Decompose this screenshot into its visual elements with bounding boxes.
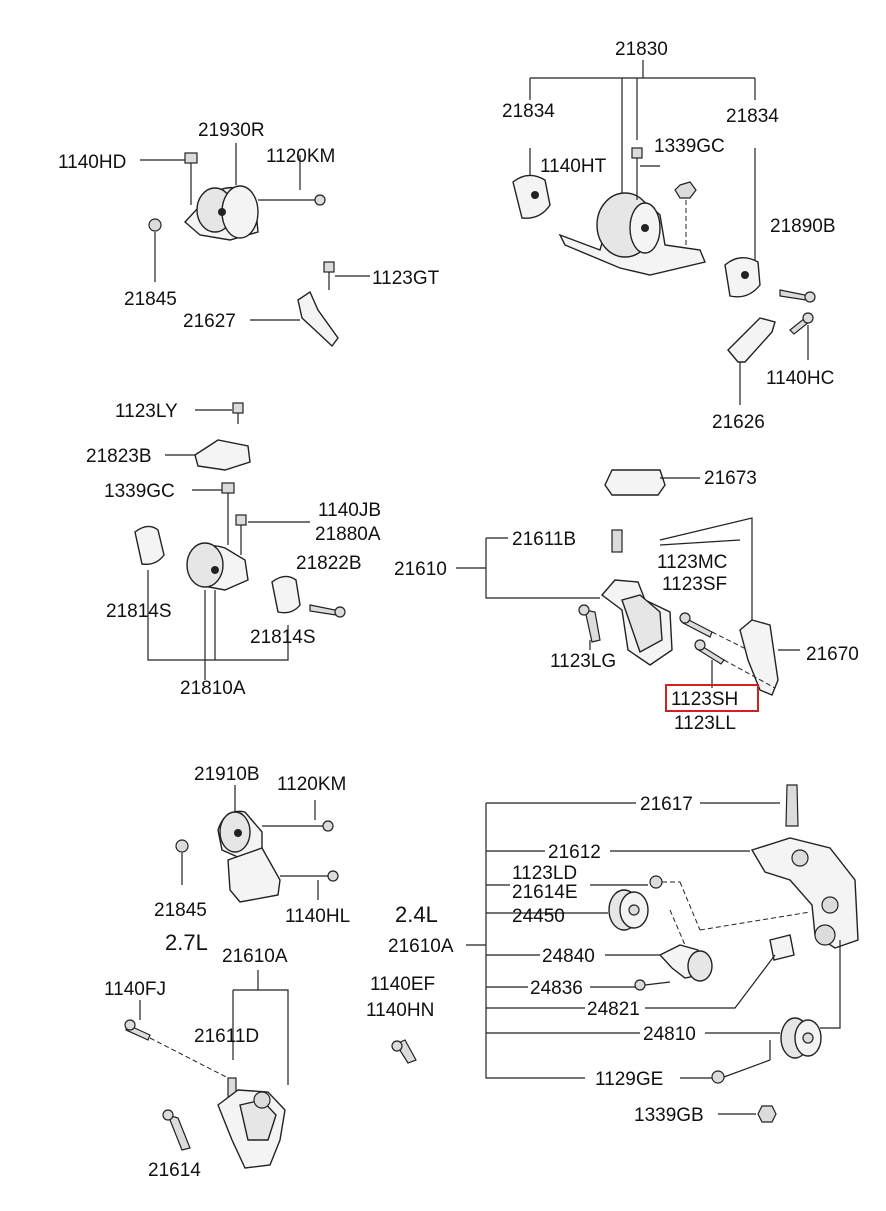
label-21614[interactable]: 21614 [148,1160,201,1181]
label-1120KM-bot[interactable]: 1120KM [277,774,346,795]
label-24821[interactable]: 24821 [587,999,640,1020]
bracket-21670 [739,619,779,696]
label-21611B[interactable]: 21611B [512,529,576,550]
label-21617[interactable]: 21617 [640,794,693,815]
label-1129GE[interactable]: 1129GE [595,1069,663,1090]
label-1140JB[interactable]: 1140JB [318,500,381,521]
group-21930R [140,143,370,348]
label-24450[interactable]: 24450 [512,906,565,927]
bracket-21673 [604,469,666,496]
label-1123LD[interactable]: 1123LD [512,863,577,884]
label-1123LL[interactable]: 1123LL [674,713,736,734]
label-1123SF[interactable]: 1123SF [662,574,727,595]
stopper-21814S-right [271,575,301,614]
label-1140HD[interactable]: 1140HD [58,152,126,173]
group-21810A [134,402,346,680]
plate-21823B [194,439,251,471]
label-21834-right[interactable]: 21834 [726,106,779,127]
group-21910B [175,785,339,903]
label-2.4L: 2.4L [395,902,438,927]
label-1123GT[interactable]: 1123GT [372,268,440,289]
label-1140FJ[interactable]: 1140FJ [104,979,166,1000]
label-1123LG[interactable]: 1123LG [550,651,616,672]
label-21614E[interactable]: 21614E [512,882,578,903]
bracket-21627 [297,290,339,348]
label-21890B[interactable]: 21890B [770,216,836,237]
group-21830 [512,60,816,405]
spacer-24821 [769,934,795,961]
label-1140HL[interactable]: 1140HL [285,906,350,927]
label-1120KM-top[interactable]: 1120KM [266,146,335,167]
label-21823B[interactable]: 21823B [86,446,152,467]
label-21845-bot[interactable]: 21845 [154,900,207,921]
label-1140HT[interactable]: 1140HT [540,156,607,177]
label-1140EF[interactable]: 1140EF [370,974,435,995]
label-21830[interactable]: 21830 [615,39,668,60]
label-1123LY[interactable]: 1123LY [115,401,178,422]
group-21610 [456,469,800,696]
bracket-21612 [750,837,859,949]
group-21610A-2.7L [124,970,289,1169]
label-21627[interactable]: 21627 [183,311,236,332]
label-21670[interactable]: 21670 [806,644,859,665]
label-1339GC-top[interactable]: 1339GC [654,136,725,157]
label-21880A[interactable]: 21880A [315,524,381,545]
label-1123SH[interactable]: 1123SH [671,689,738,710]
bracket-21626 [727,317,776,363]
label-1339GC-mid[interactable]: 1339GC [104,481,175,502]
label-21612[interactable]: 21612 [548,842,601,863]
label-21814S-right[interactable]: 21814S [250,627,316,648]
label-21610A-left[interactable]: 21610A [222,946,288,967]
group-21610A-2.4L [391,784,859,1123]
label-24836[interactable]: 24836 [530,978,583,999]
label-21910B[interactable]: 21910B [194,764,260,785]
label-21610A-right[interactable]: 21610A [388,936,454,957]
label-21810A[interactable]: 21810A [180,678,246,699]
label-2.7L: 2.7L [165,930,208,955]
label-21930R[interactable]: 21930R [198,120,265,141]
label-1123MC[interactable]: 1123MC [657,552,727,573]
label-1140HC[interactable]: 1140HC [766,368,834,389]
label-21834-left[interactable]: 21834 [502,101,555,122]
label-1339GB[interactable]: 1339GB [634,1105,704,1126]
highlight-box-1123SH [665,684,759,712]
label-24840[interactable]: 24840 [542,946,595,967]
label-21626[interactable]: 21626 [712,412,765,433]
label-21673[interactable]: 21673 [704,468,757,489]
label-21845-top[interactable]: 21845 [124,289,177,310]
label-21611D[interactable]: 21611D [194,1026,259,1047]
label-1140HN[interactable]: 1140HN [366,1000,434,1021]
label-21822B[interactable]: 21822B [296,553,362,574]
label-21610[interactable]: 21610 [394,559,447,580]
label-21814S-left[interactable]: 21814S [106,601,172,622]
labels: 21830 21834 21834 1140HT 1339GC 21890B 1… [58,39,859,1181]
stopper-21814S-left [134,525,165,565]
bracket-21910B [227,847,281,903]
nut-1339GB [757,1105,777,1123]
label-24810[interactable]: 24810 [643,1024,696,1045]
